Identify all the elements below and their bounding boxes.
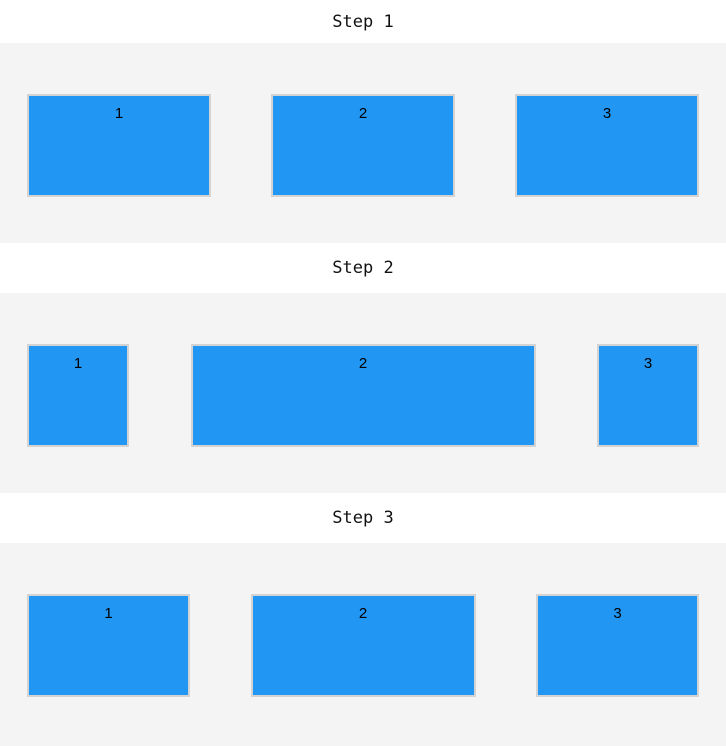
step-2-flex-item-3: 3	[597, 344, 699, 447]
step-1-flex-container: 1 2 3	[27, 94, 699, 197]
step-3-flex-item-3: 3	[536, 594, 699, 697]
flex-item-label: 3	[613, 605, 622, 622]
step-2-section: 1 2 3	[0, 293, 726, 493]
step-3-title: Step 3	[332, 508, 394, 528]
step-3-flex-container: 1 2 3	[27, 594, 699, 697]
step-1-title-band: Step 1	[0, 0, 726, 43]
step-3-flex-item-1: 1	[27, 594, 190, 697]
flex-item-label: 1	[73, 355, 83, 372]
step-1-flex-item-3: 3	[515, 94, 699, 197]
flex-item-label: 2	[358, 605, 368, 622]
flex-item-label: 3	[602, 105, 612, 122]
flex-item-label: 1	[114, 105, 124, 122]
step-2-flex-container: 1 2 3	[27, 344, 699, 447]
step-2-title: Step 2	[332, 258, 394, 278]
flex-item-label: 1	[104, 605, 113, 622]
flex-item-label: 2	[358, 105, 368, 122]
step-1-flex-item-2: 2	[271, 94, 455, 197]
step-2-flex-item-2: 2	[190, 344, 536, 447]
flex-item-label: 3	[643, 355, 653, 372]
flex-item-label: 2	[358, 355, 368, 372]
step-2-title-band: Step 2	[0, 243, 726, 293]
step-3-section: 1 2 3	[0, 543, 726, 746]
step-3-flex-item-2: 2	[250, 594, 476, 697]
step-1-section: 1 2 3	[0, 43, 726, 243]
step-3-title-band: Step 3	[0, 493, 726, 543]
step-1-flex-item-1: 1	[27, 94, 211, 197]
step-2-flex-item-1: 1	[27, 344, 129, 447]
step-1-title: Step 1	[332, 11, 394, 32]
